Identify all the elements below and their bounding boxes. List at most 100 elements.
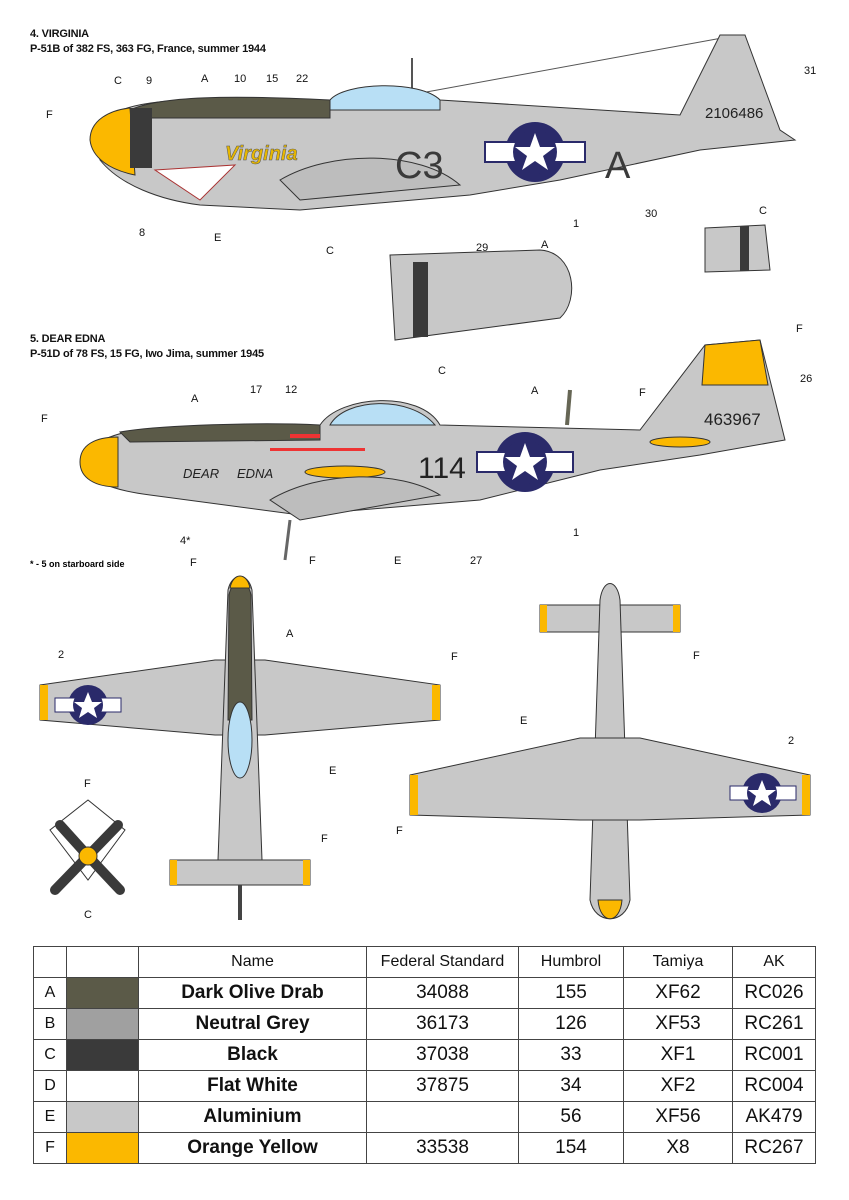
callout-label: C (438, 365, 446, 377)
color-swatch (66, 1008, 139, 1040)
row-code: D (33, 1070, 67, 1102)
callout-label: 1 (573, 218, 579, 230)
callout-label: C (759, 205, 767, 217)
callout-label: 29 (476, 242, 488, 254)
paint-table: Name Federal Standard Humbrol Tamiya AK … (33, 946, 816, 1164)
callout-label: 9 (146, 75, 152, 87)
top-view-callouts: F A 2 F E F F C (58, 557, 458, 921)
federal-standard: 33538 (366, 1132, 519, 1164)
callout-label: A (286, 628, 294, 640)
humbrol-code: 34 (518, 1070, 624, 1102)
callout-label: 10 (234, 73, 246, 85)
scheme-4-subtitle: P-51B of 382 FS, 363 FG, France, summer … (30, 43, 266, 55)
paint-name: Dark Olive Drab (138, 977, 367, 1009)
tamiya-code: XF53 (623, 1008, 733, 1040)
nose-art-dear: DEAR (183, 466, 219, 481)
nose-art-virginia: Virginia (225, 143, 298, 165)
federal-standard: 34088 (366, 977, 519, 1009)
painting-diagrams: Virginia C3 A 2106486 F C 9 A 10 15 22 3… (39, 34, 816, 921)
color-swatch (66, 977, 139, 1009)
callout-label: E (520, 715, 527, 727)
row-code: F (33, 1132, 67, 1164)
paint-name: Flat White (138, 1070, 367, 1102)
scheme-5-heading: 5. DEAR EDNA P-51D of 78 FS, 15 FG, Iwo … (30, 332, 264, 362)
callout-label: 17 (250, 384, 262, 396)
callout-label: F (451, 651, 458, 663)
callout-label: 8 (139, 227, 145, 239)
callout-label: F (796, 323, 803, 335)
color-swatch (66, 1039, 139, 1071)
header-name: Name (138, 946, 367, 978)
callout-label: 15 (266, 73, 278, 85)
tamiya-code: XF1 (623, 1039, 733, 1071)
tamiya-code: XF56 (623, 1101, 733, 1133)
paint-name: Orange Yellow (138, 1132, 367, 1164)
callout-label: 2 (788, 735, 794, 747)
callout-label: F (321, 833, 328, 845)
footnote: * - 5 on starboard side (30, 559, 125, 569)
code-c3: C3 (395, 145, 444, 187)
callout-label: F (309, 555, 316, 567)
row-code: E (33, 1101, 67, 1133)
p51d-callouts: F 26 A F A 17 12 F 4* F E 27 1 (41, 323, 812, 567)
header-ak: AK (732, 946, 816, 978)
row-code: C (33, 1039, 67, 1071)
callout-label: 1 (573, 527, 579, 539)
bottom-view (409, 583, 811, 920)
propeller-diagram (49, 799, 126, 895)
humbrol-code: 56 (518, 1101, 624, 1133)
color-swatch (66, 1132, 139, 1164)
color-swatch (66, 1070, 139, 1102)
code-114: 114 (418, 452, 466, 485)
ak-code: RC026 (732, 977, 816, 1009)
header-swatch (66, 946, 139, 978)
p51b-callouts: F C 9 A 10 15 22 31 8 E C 29 1 30 C A C (46, 65, 816, 377)
p51d-side-view: DEAR EDNA 114 463967 (79, 339, 786, 561)
callout-label: F (190, 557, 197, 569)
header-tamiya: Tamiya (623, 946, 733, 978)
federal-standard: 36173 (366, 1008, 519, 1040)
table-header-row: Name Federal Standard Humbrol Tamiya AK (33, 946, 816, 978)
callout-label: 4* (180, 535, 191, 547)
serial-number-2: 463967 (704, 410, 761, 429)
ak-code: RC004 (732, 1070, 816, 1102)
humbrol-code: 154 (518, 1132, 624, 1164)
callout-label: 27 (470, 555, 482, 567)
callout-label: 22 (296, 73, 308, 85)
callout-label: F (396, 825, 403, 837)
letter-a: A (605, 145, 631, 187)
serial-number: 2106486 (705, 105, 763, 122)
callout-label: 30 (645, 208, 657, 220)
bottom-view-callouts: F E 2 F (396, 650, 794, 837)
header-fs: Federal Standard (366, 946, 519, 978)
ak-code: RC267 (732, 1132, 816, 1164)
header-code (33, 946, 67, 978)
tamiya-code: XF62 (623, 977, 733, 1009)
scheme-4-heading: 4. VIRGINIA P-51B of 382 FS, 363 FG, Fra… (30, 27, 266, 57)
humbrol-code: 155 (518, 977, 624, 1009)
callout-label: F (639, 387, 646, 399)
tamiya-code: X8 (623, 1132, 733, 1164)
callout-label: E (214, 232, 221, 244)
top-view (39, 575, 441, 920)
callout-label: F (84, 778, 91, 790)
paint-name: Aluminium (138, 1101, 367, 1133)
federal-standard (366, 1101, 519, 1133)
callout-label: 12 (285, 384, 297, 396)
ak-code: AK479 (732, 1101, 816, 1133)
row-code: A (33, 977, 67, 1009)
callout-label: 26 (800, 373, 812, 385)
row-code: B (33, 1008, 67, 1040)
scheme-4-title: 4. VIRGINIA (30, 28, 89, 40)
federal-standard: 37038 (366, 1039, 519, 1071)
paint-name: Neutral Grey (138, 1008, 367, 1040)
callout-label: F (46, 109, 53, 121)
callout-label: A (191, 393, 199, 405)
callout-label: E (329, 765, 336, 777)
humbrol-code: 33 (518, 1039, 624, 1071)
p51b-side-view: Virginia C3 A 2106486 (89, 34, 797, 341)
